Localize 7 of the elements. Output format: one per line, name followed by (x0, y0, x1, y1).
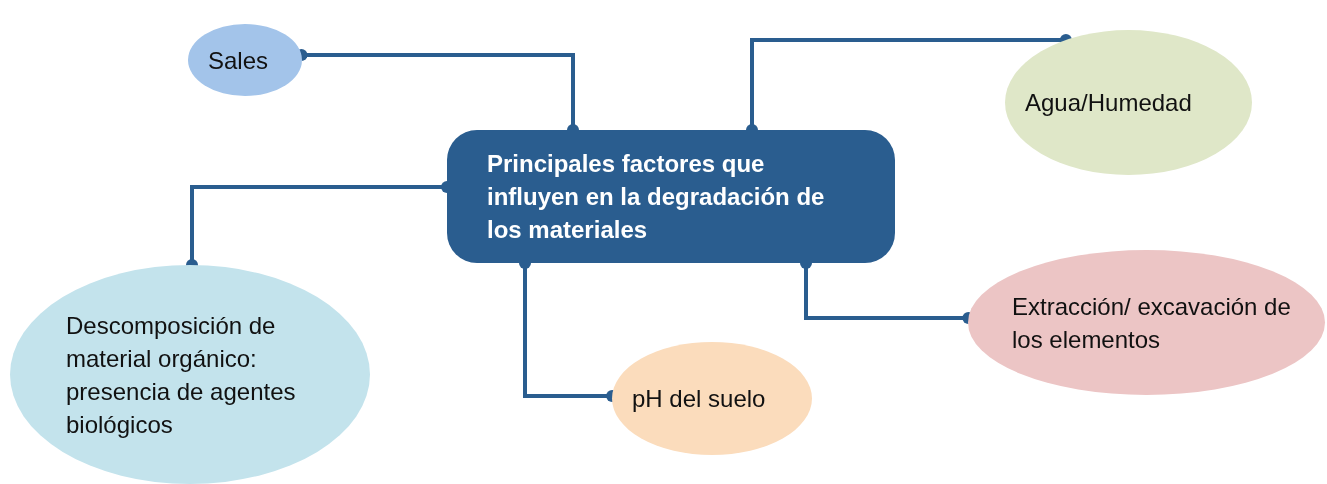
factor-label: Agua/Humedad (1025, 88, 1192, 118)
factor-label: Sales (208, 45, 269, 76)
topic-text: Principales factores que influyen en la degradación de los materiales (487, 149, 826, 245)
factor-label: Extracción/ excavación de los elementos (1012, 291, 1292, 355)
central-topic-box (447, 130, 895, 263)
factor-label: Descomposición de material orgánico: presencia de agentes biológicos (66, 310, 297, 440)
factor-label: pH del suelo (632, 384, 766, 414)
